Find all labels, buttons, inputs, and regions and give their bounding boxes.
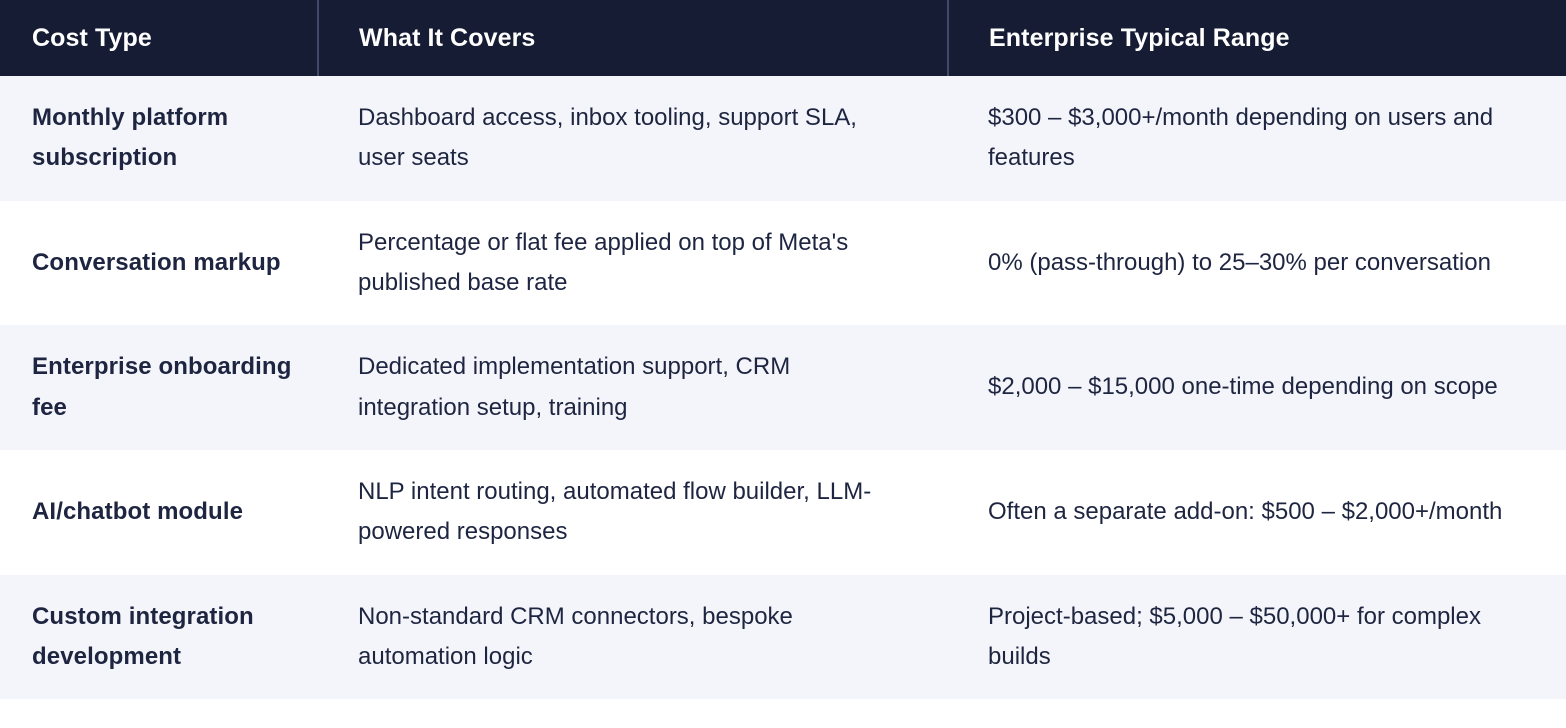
enterprise-range-text: Often a separate add-on: $500 – $2,000+/… <box>988 498 1503 526</box>
enterprise-range-text: $2,000 – $15,000 one-time depending on s… <box>988 373 1498 401</box>
cell-enterprise-range: Often a separate add-on: $500 – $2,000+/… <box>948 450 1566 575</box>
table-header-row: Cost Type What It Covers Enterprise Typi… <box>0 0 1566 76</box>
column-header-enterprise-typical-range: Enterprise Typical Range <box>947 0 1566 76</box>
cell-enterprise-range: $2,000 – $15,000 one-time depending on s… <box>948 325 1566 450</box>
cost-type-text: Monthly platform subscription <box>32 104 229 172</box>
what-it-covers-text: Non-standard CRM connectors, bespoke aut… <box>358 602 793 670</box>
table-row: Custom integration development Non-stand… <box>0 574 1566 700</box>
cell-what-it-covers: Percentage or flat fee applied on top of… <box>318 201 948 326</box>
cost-breakdown-table: Cost Type What It Covers Enterprise Typi… <box>0 0 1566 700</box>
cell-enterprise-range: 0% (pass-through) to 25–30% per conversa… <box>948 201 1566 326</box>
table-row: AI/chatbot module NLP intent routing, au… <box>0 449 1566 575</box>
cell-what-it-covers: NLP intent routing, automated flow build… <box>318 450 948 575</box>
cost-type-text: AI/chatbot module <box>32 498 244 526</box>
table-row: Conversation markup Percentage or flat f… <box>0 200 1566 326</box>
what-it-covers-text: Dedicated implementation support, CRM in… <box>358 353 791 421</box>
cell-what-it-covers: Dedicated implementation support, CRM in… <box>318 325 948 450</box>
cell-cost-type: Conversation markup <box>0 201 318 326</box>
cost-type-text: Custom integration development <box>32 602 254 670</box>
table-row: Monthly platform subscription Dashboard … <box>0 76 1566 201</box>
cell-cost-type: Custom integration development <box>0 575 318 700</box>
cost-type-text: Conversation markup <box>32 248 281 276</box>
what-it-covers-text: Percentage or flat fee applied on top of… <box>358 228 849 296</box>
enterprise-range-text: Project-based; $5,000 – $50,000+ for com… <box>988 602 1481 670</box>
table-body: Monthly platform subscription Dashboard … <box>0 76 1566 700</box>
table-header: Cost Type What It Covers Enterprise Typi… <box>0 0 1566 76</box>
cell-cost-type: Enterprise onboarding fee <box>0 325 318 450</box>
cost-type-text: Enterprise onboarding fee <box>32 353 292 421</box>
cell-enterprise-range: Project-based; $5,000 – $50,000+ for com… <box>948 575 1566 700</box>
enterprise-range-text: $300 – $3,000+/month depending on users … <box>988 104 1494 172</box>
enterprise-range-text: 0% (pass-through) to 25–30% per conversa… <box>988 248 1491 276</box>
cell-enterprise-range: $300 – $3,000+/month depending on users … <box>948 76 1566 201</box>
cell-cost-type: Monthly platform subscription <box>0 76 318 201</box>
column-header-cost-type: Cost Type <box>32 23 152 52</box>
table-row: Enterprise onboarding fee Dedicated impl… <box>0 325 1566 450</box>
cell-what-it-covers: Non-standard CRM connectors, bespoke aut… <box>318 575 948 700</box>
cell-cost-type: AI/chatbot module <box>0 450 318 575</box>
what-it-covers-text: Dashboard access, inbox tooling, support… <box>358 104 857 172</box>
cell-what-it-covers: Dashboard access, inbox tooling, support… <box>318 76 948 201</box>
what-it-covers-text: NLP intent routing, automated flow build… <box>358 477 872 546</box>
column-header-what-it-covers: What It Covers <box>317 0 948 76</box>
